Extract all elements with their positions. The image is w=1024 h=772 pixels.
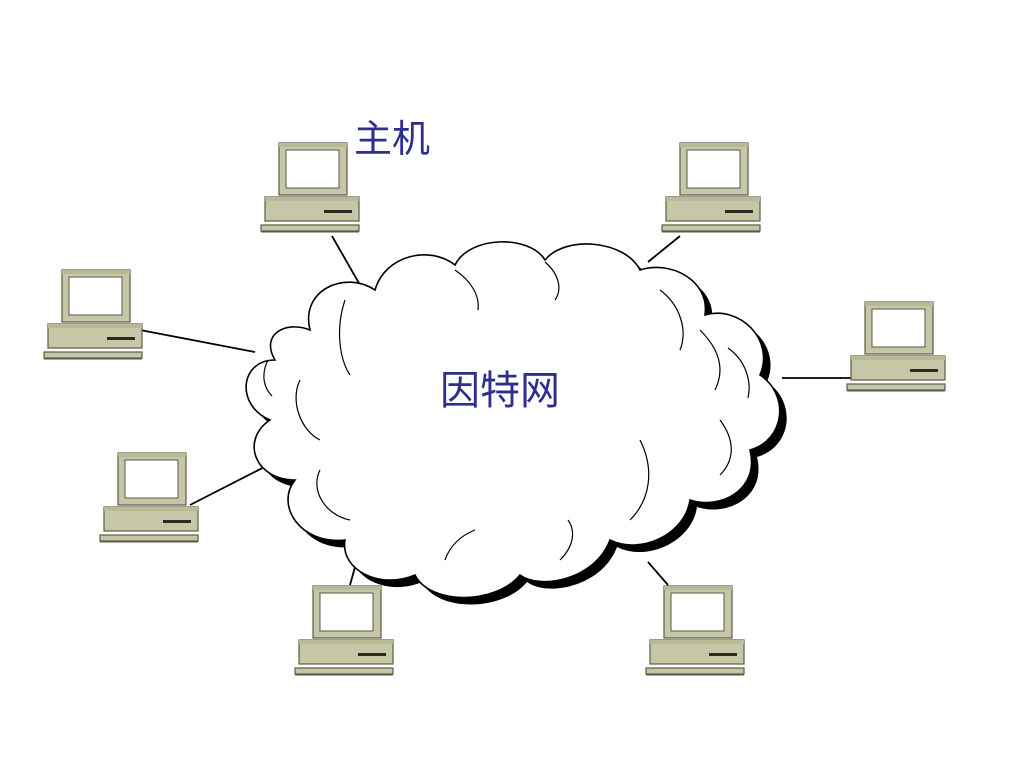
computer-top-left [260,142,360,233]
link-left-upper [139,329,256,353]
computer-top-right [661,142,761,233]
computer-right [846,301,946,392]
computer-left-lower [99,452,199,543]
computer-bottom-right [645,585,745,676]
internet-label: 因特网 [440,368,560,414]
internet-cloud [245,241,781,599]
link-top-right [647,235,681,263]
link-bottom-right [647,561,669,586]
computer-bottom-left [294,585,394,676]
host-label: 主机 [354,117,430,161]
link-top-left [331,235,361,286]
computer-left-upper [43,269,143,360]
